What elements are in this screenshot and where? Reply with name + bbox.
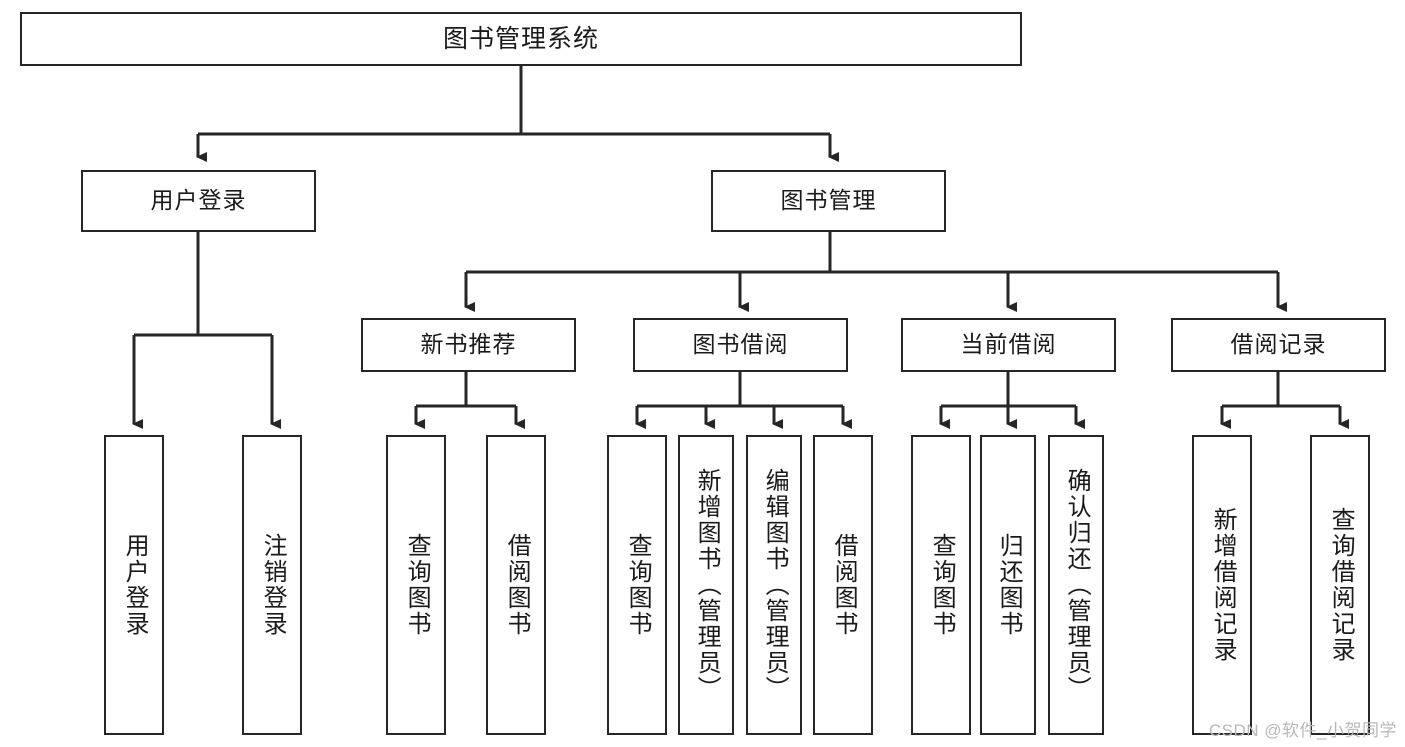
node-leaf-borrow-edit-book[interactable]: 编辑图书（管理员） bbox=[746, 435, 802, 735]
node-new-book-recommend-label: 新书推荐 bbox=[420, 331, 517, 358]
node-leaf-user-login[interactable]: 用户登录 bbox=[104, 435, 164, 735]
node-root-system-label: 图书管理系统 bbox=[442, 25, 599, 53]
node-book-borrow[interactable]: 图书借阅 bbox=[633, 318, 848, 372]
node-leaf-current-return-books-label: 归还图书 bbox=[995, 533, 1023, 637]
node-leaf-logout[interactable]: 注销登录 bbox=[242, 435, 302, 735]
node-leaf-newbook-query-books-label: 查询图书 bbox=[403, 533, 431, 637]
node-leaf-borrow-edit-book-label: 编辑图书（管理员） bbox=[761, 468, 789, 702]
csdn-watermark: CSDN @软件_小贺同学 bbox=[1208, 721, 1397, 740]
node-leaf-borrow-borrow-book[interactable]: 借阅图书 bbox=[813, 435, 873, 735]
node-leaf-current-return-books[interactable]: 归还图书 bbox=[980, 435, 1036, 735]
node-user-login-label: 用户登录 bbox=[150, 187, 247, 214]
node-leaf-current-query-books-label: 查询图书 bbox=[928, 533, 956, 637]
node-leaf-newbook-query-books[interactable]: 查询图书 bbox=[386, 435, 446, 735]
node-leaf-record-add[interactable]: 新增借阅记录 bbox=[1192, 435, 1252, 735]
node-leaf-borrow-add-book-label: 新增图书（管理员） bbox=[693, 468, 721, 702]
node-book-management[interactable]: 图书管理 bbox=[711, 170, 946, 232]
node-leaf-borrow-borrow-book-label: 借阅图书 bbox=[830, 533, 858, 637]
node-root-system[interactable]: 图书管理系统 bbox=[20, 12, 1022, 66]
node-book-management-label: 图书管理 bbox=[780, 187, 877, 214]
node-leaf-user-login-label: 用户登录 bbox=[121, 533, 149, 637]
node-leaf-borrow-query-books[interactable]: 查询图书 bbox=[607, 435, 667, 735]
node-borrow-record[interactable]: 借阅记录 bbox=[1171, 318, 1386, 372]
node-book-borrow-label: 图书借阅 bbox=[692, 331, 789, 358]
node-borrow-record-label: 借阅记录 bbox=[1230, 331, 1327, 358]
node-leaf-borrow-query-books-label: 查询图书 bbox=[624, 533, 652, 637]
node-current-borrow[interactable]: 当前借阅 bbox=[901, 318, 1116, 372]
node-leaf-borrow-add-book[interactable]: 新增图书（管理员） bbox=[678, 435, 734, 735]
node-new-book-recommend[interactable]: 新书推荐 bbox=[361, 318, 576, 372]
node-leaf-record-query-label: 查询借阅记录 bbox=[1327, 507, 1355, 663]
node-leaf-record-query[interactable]: 查询借阅记录 bbox=[1310, 435, 1370, 735]
node-leaf-current-query-books[interactable]: 查询图书 bbox=[911, 435, 971, 735]
node-leaf-current-confirm-return-label: 确认归还（管理员） bbox=[1063, 468, 1091, 702]
node-leaf-logout-label: 注销登录 bbox=[259, 533, 287, 637]
node-leaf-record-add-label: 新增借阅记录 bbox=[1209, 507, 1237, 663]
node-leaf-newbook-borrow-books[interactable]: 借阅图书 bbox=[486, 435, 546, 735]
node-leaf-newbook-borrow-books-label: 借阅图书 bbox=[503, 533, 531, 637]
node-user-login[interactable]: 用户登录 bbox=[81, 170, 316, 232]
node-current-borrow-label: 当前借阅 bbox=[960, 331, 1057, 358]
node-leaf-current-confirm-return[interactable]: 确认归还（管理员） bbox=[1048, 435, 1104, 735]
